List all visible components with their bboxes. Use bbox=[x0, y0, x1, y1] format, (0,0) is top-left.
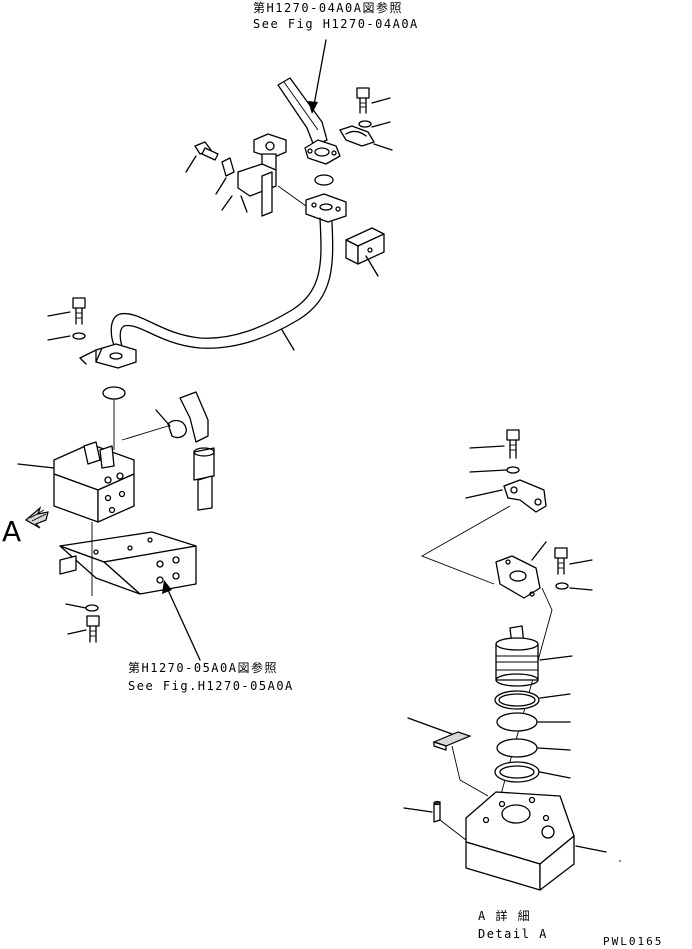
long-pipe bbox=[111, 218, 332, 352]
upper-hose-assembly bbox=[278, 40, 340, 164]
mounting-bracket bbox=[60, 522, 200, 660]
ref-label-top-jp: 第H1270-04A0A図参照 bbox=[253, 1, 403, 15]
ref-label-mid-jp: 第H1270-05A0A図参照 bbox=[128, 661, 278, 675]
detail-a-title-en: Detail A bbox=[478, 927, 548, 941]
view-a-arrow bbox=[26, 508, 48, 528]
tag-plate-upper bbox=[346, 228, 384, 276]
detail-a-assembly bbox=[404, 430, 621, 890]
bracket-bolt bbox=[66, 604, 99, 642]
ref-label-mid-en: See Fig.H1270-05A0A bbox=[128, 679, 294, 693]
valve-block-assembly bbox=[18, 387, 214, 522]
ref-label-top-en: See Fig H1270-04A0A bbox=[253, 17, 419, 31]
pipe-lower-flange bbox=[48, 298, 136, 368]
figure-code: PWL0165 bbox=[603, 935, 664, 948]
pipe-upper-flange bbox=[278, 186, 346, 222]
view-a-label: A bbox=[2, 515, 22, 548]
upper-right-bolt bbox=[340, 88, 392, 150]
upper-left-flange bbox=[186, 134, 333, 216]
detail-a-title-jp: A 詳 細 bbox=[478, 909, 532, 923]
